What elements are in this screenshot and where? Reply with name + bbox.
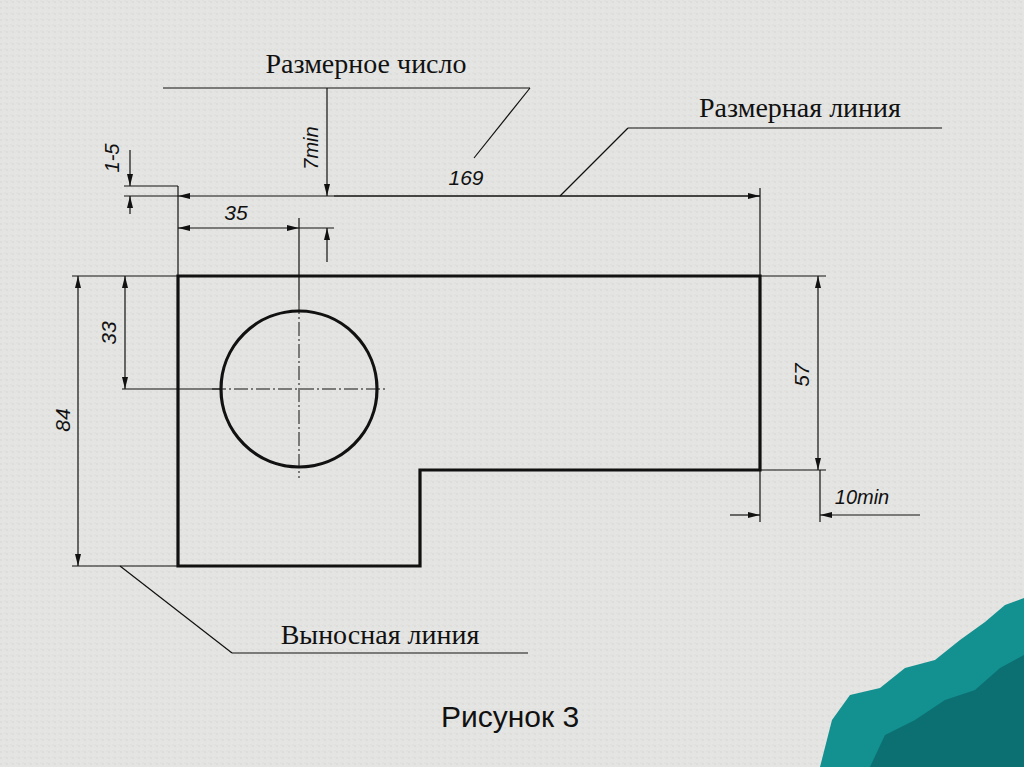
dimension-number: 35	[224, 202, 247, 223]
figure-caption: Рисунок 3	[441, 702, 579, 732]
decor-wave	[870, 655, 1024, 767]
dimension-number: 10min	[835, 487, 889, 507]
dimension-number: 1-5	[102, 144, 122, 173]
decor-wave	[820, 598, 1024, 767]
dimension-number: 7min	[301, 126, 321, 169]
dimension-number: 33	[98, 321, 119, 344]
dimension-number: 57	[791, 363, 812, 386]
dimension-lines	[72, 88, 942, 653]
center-lines	[212, 300, 386, 478]
callout-label: Размерная линия	[699, 94, 901, 122]
dimension-number: 169	[448, 167, 483, 188]
hole-circle	[221, 311, 377, 467]
dimension-number: 84	[52, 408, 73, 431]
callout-label: Выносная линия	[281, 621, 480, 649]
part-outline	[178, 276, 760, 566]
callout-label: Размерное число	[265, 50, 466, 78]
